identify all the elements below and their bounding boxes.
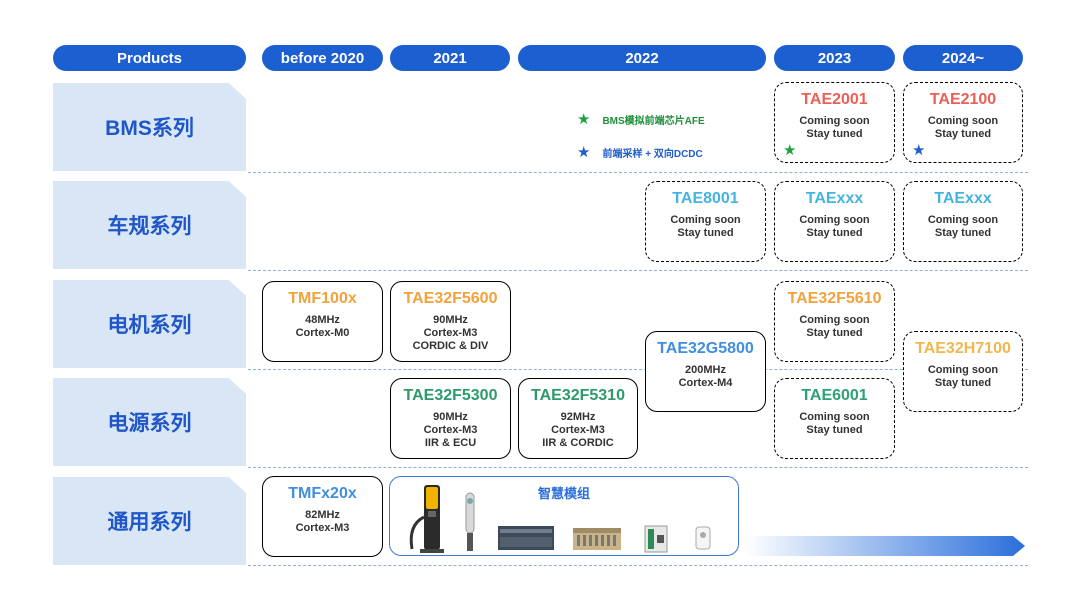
row-separator — [248, 270, 1028, 271]
card-line: Cortex-M3 — [424, 327, 478, 340]
card-line: Stay tuned — [806, 424, 862, 437]
card-line: Stay tuned — [806, 227, 862, 240]
card-tae32h7100[interactable]: TAE32H7100 Coming soon Stay tuned — [903, 331, 1023, 412]
circuit-breaker-icon — [645, 526, 667, 552]
card-taexxx-2024[interactable]: TAExxx Coming soon Stay tuned — [903, 181, 1023, 262]
row-label-motor: 电机系列 — [53, 280, 246, 368]
card-tae32f5600[interactable]: TAE32F5600 90MHz Cortex-M3 CORDIC & DIV — [390, 281, 511, 362]
card-title: TAE32F5610 — [788, 289, 882, 309]
card-line: Coming soon — [928, 364, 998, 377]
row-separator — [248, 172, 1028, 173]
blue-star-icon: ★ — [912, 143, 925, 158]
row-label-bms: BMS系列 — [53, 83, 246, 171]
header-products: Products — [53, 45, 246, 71]
card-title: TAE2001 — [801, 90, 867, 110]
card-line: Cortex-M0 — [296, 327, 350, 340]
card-line: Stay tuned — [677, 227, 733, 240]
card-tae2100[interactable]: TAE2100 Coming soon Stay tuned ★ — [903, 82, 1023, 163]
timeline-arrow — [745, 536, 1025, 556]
charging-pile-icon — [411, 485, 444, 553]
legend-dcdc-text: 前端采样 + 双向DCDC — [602, 145, 702, 160]
legend-afe: ★ BMS模拟前端芯片AFE — [577, 112, 705, 127]
smart-module-products — [390, 477, 738, 555]
card-line: 48MHz — [305, 314, 340, 327]
card-line: 90MHz — [433, 411, 468, 424]
card-line: IIR & CORDIC — [542, 437, 614, 450]
green-star-icon: ★ — [577, 112, 590, 127]
card-line: Cortex-M4 — [679, 377, 733, 390]
card-line: 92MHz — [561, 411, 596, 424]
header-2024: 2024~ — [903, 45, 1023, 71]
card-line: Coming soon — [928, 115, 998, 128]
card-title: TAExxx — [806, 189, 864, 209]
card-line: Cortex-M3 — [296, 522, 350, 535]
wall-charger-icon — [466, 493, 474, 551]
card-line: Stay tuned — [935, 377, 991, 390]
card-title: TAExxx — [934, 189, 992, 209]
legend-dcdc: ★ 前端采样 + 双向DCDC — [577, 145, 703, 160]
card-line: Coming soon — [670, 214, 740, 227]
header-2021: 2021 — [390, 45, 510, 71]
card-title: TAE32F5300 — [404, 386, 498, 406]
card-tae8001[interactable]: TAE8001 Coming soon Stay tuned — [645, 181, 766, 262]
header-2022: 2022 — [518, 45, 766, 71]
row-label-general: 通用系列 — [53, 477, 246, 565]
card-line: 82MHz — [305, 509, 340, 522]
card-title: TMFx20x — [288, 484, 356, 504]
card-line: Coming soon — [799, 214, 869, 227]
blue-star-icon: ★ — [577, 145, 590, 160]
row-separator — [248, 467, 1028, 468]
card-tae32f5310[interactable]: TAE32F5310 92MHz Cortex-M3 IIR & CORDIC — [518, 378, 638, 459]
card-line: CORDIC & DIV — [413, 340, 489, 353]
smart-module-box[interactable]: 智慧模组 — [389, 476, 739, 556]
card-line: Cortex-M3 — [424, 424, 478, 437]
card-line: Coming soon — [799, 115, 869, 128]
green-star-icon: ★ — [783, 143, 796, 158]
header-before-2020: before 2020 — [262, 45, 383, 71]
card-line: Coming soon — [928, 214, 998, 227]
card-title: TAE32F5310 — [531, 386, 625, 406]
power-module-icon — [573, 528, 621, 550]
card-line: Stay tuned — [935, 128, 991, 141]
card-line: 90MHz — [433, 314, 468, 327]
card-title: TAE32H7100 — [915, 339, 1011, 359]
row-label-power: 电源系列 — [53, 378, 246, 466]
card-tae32f5300[interactable]: TAE32F5300 90MHz Cortex-M3 IIR & ECU — [390, 378, 511, 459]
header-2023: 2023 — [774, 45, 895, 71]
card-line: 200MHz — [685, 364, 726, 377]
card-tmfx20x[interactable]: TMFx20x 82MHz Cortex-M3 — [262, 476, 383, 557]
legend-afe-text: BMS模拟前端芯片AFE — [602, 112, 704, 127]
card-title: TAE8001 — [672, 189, 738, 209]
card-title: TAE2100 — [930, 90, 996, 110]
card-line: Stay tuned — [806, 327, 862, 340]
card-title: TAE32F5600 — [404, 289, 498, 309]
smart-socket-icon — [696, 527, 710, 549]
card-tae32g5800[interactable]: TAE32G5800 200MHz Cortex-M4 — [645, 331, 766, 412]
card-title: TAE6001 — [801, 386, 867, 406]
card-title: TMF100x — [288, 289, 356, 309]
power-rack-icon — [498, 526, 554, 550]
card-tae32f5610[interactable]: TAE32F5610 Coming soon Stay tuned — [774, 281, 895, 362]
card-line: Stay tuned — [806, 128, 862, 141]
card-line: Coming soon — [799, 411, 869, 424]
card-tae2001[interactable]: TAE2001 Coming soon Stay tuned ★ — [774, 82, 895, 163]
card-line: Cortex-M3 — [551, 424, 605, 437]
row-separator — [248, 565, 1028, 566]
row-label-auto: 车规系列 — [53, 181, 246, 269]
card-tmf100x[interactable]: TMF100x 48MHz Cortex-M0 — [262, 281, 383, 362]
card-title: TAE32G5800 — [657, 339, 754, 359]
card-tae6001[interactable]: TAE6001 Coming soon Stay tuned — [774, 378, 895, 459]
card-line: Coming soon — [799, 314, 869, 327]
card-line: IIR & ECU — [425, 437, 476, 450]
card-taexxx-2023[interactable]: TAExxx Coming soon Stay tuned — [774, 181, 895, 262]
card-line: Stay tuned — [935, 227, 991, 240]
